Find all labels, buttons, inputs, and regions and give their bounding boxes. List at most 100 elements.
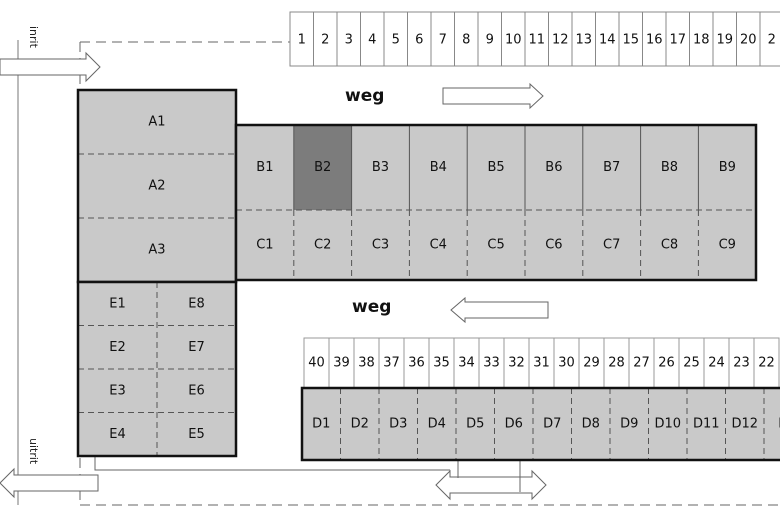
bay-d3-bay: [379, 388, 418, 460]
top-space-1: 1: [298, 33, 306, 48]
bay-c8: C8: [661, 238, 678, 253]
bay-d7: D7: [543, 417, 561, 432]
top-space-7: 7: [439, 33, 447, 48]
bay-b5-bay: [467, 125, 525, 210]
top-space-5: 5: [392, 33, 400, 48]
road-label-middle: weg: [352, 297, 391, 317]
bottom-space-33: 33: [483, 356, 500, 371]
bay-e4-bay: [78, 412, 157, 456]
bay-e2: E2: [109, 340, 126, 355]
exit-label: uitrit: [27, 438, 40, 465]
bay-e7-bay: [157, 325, 236, 369]
bay-d12: D12: [731, 417, 758, 432]
bay-b8-bay: [640, 125, 699, 210]
bay-c6: C6: [545, 238, 562, 253]
bay-d8: D8: [582, 417, 600, 432]
bay-d9: D9: [620, 417, 638, 432]
road-label-top: weg: [345, 86, 384, 106]
bay-e1-bay: [78, 282, 157, 326]
top-space-3: 3: [345, 33, 353, 48]
bay-d10-bay: [648, 388, 687, 460]
bay-a1: A1: [148, 115, 165, 130]
top-space-6: 6: [415, 33, 423, 48]
bay-d10: D10: [654, 417, 681, 432]
bay-c8-bay: [640, 210, 699, 280]
top-space-18: 18: [693, 33, 710, 48]
bottom-space-37: 37: [383, 356, 400, 371]
entrance-label: inrit: [27, 26, 40, 49]
bay-b4-bay: [409, 125, 468, 210]
top-space-13: 13: [575, 33, 592, 48]
bay-e5: E5: [188, 427, 205, 442]
bottom-space-39: 39: [333, 356, 350, 371]
bay-e3: E3: [109, 383, 126, 398]
bottom-space-22: 22: [758, 356, 775, 371]
bay-a2-bay: [78, 154, 236, 218]
bay-c4-bay: [409, 210, 468, 280]
bay-b3: B3: [372, 160, 389, 175]
bay-b7-bay: [582, 125, 641, 210]
bay-e5-bay: [157, 412, 236, 456]
bay-c3-bay: [351, 210, 410, 280]
bay-d7-bay: [533, 388, 572, 460]
bay-e2-bay: [78, 325, 157, 369]
bottom-space-25: 25: [683, 356, 700, 371]
top-space-12: 12: [552, 33, 569, 48]
bottom-double-arrow: [435, 469, 547, 501]
top-space-9: 9: [486, 33, 494, 48]
bay-b5: B5: [487, 160, 504, 175]
bottom-space-24: 24: [708, 356, 725, 371]
top-space-11: 11: [528, 33, 545, 48]
top-space-14: 14: [599, 33, 616, 48]
top-space-2: 2: [768, 33, 776, 48]
top-space-20: 20: [740, 33, 757, 48]
bay-e3-bay: [78, 369, 157, 413]
bay-e6-bay: [157, 369, 236, 413]
bottom-space-34: 34: [458, 356, 475, 371]
bay-b2-bay: [293, 125, 352, 210]
bay-d6-bay: [494, 388, 533, 460]
bay-d11-bay: [687, 388, 726, 460]
bay-d5-bay: [456, 388, 495, 460]
bay-d12-bay: [725, 388, 764, 460]
top-space-10: 10: [505, 33, 522, 48]
bay-d1: D1: [312, 417, 330, 432]
bay-a1-bay: [78, 90, 236, 154]
bay-b1-bay: [236, 125, 294, 210]
bay-c9-bay: [698, 210, 757, 280]
bay-b8: B8: [661, 160, 678, 175]
bay-b9-bay: [698, 125, 757, 210]
bay-d11: D11: [693, 417, 720, 432]
exit-arrow: [0, 467, 99, 499]
bay-b6: B6: [545, 160, 562, 175]
bay-a3-bay: [78, 218, 236, 282]
bay-c1-bay: [236, 210, 294, 280]
bay-d9-bay: [610, 388, 649, 460]
bay-c7-bay: [582, 210, 641, 280]
bay-e8: E8: [188, 296, 205, 311]
bay-b4: B4: [430, 160, 447, 175]
bottom-space-36: 36: [408, 356, 425, 371]
bottom-space-23: 23: [733, 356, 750, 371]
road-arrow-left: [450, 296, 549, 324]
bay-b9: B9: [719, 160, 736, 175]
top-space-15: 15: [622, 33, 639, 48]
bay-d-partial: D: [778, 417, 780, 432]
top-space-4: 4: [368, 33, 376, 48]
bay-d8-bay: [571, 388, 610, 460]
bay-d5: D5: [466, 417, 484, 432]
bay-c9: C9: [719, 238, 736, 253]
bay-c3: C3: [372, 238, 389, 253]
bay-c5-bay: [467, 210, 525, 280]
bottom-space-38: 38: [358, 356, 375, 371]
bay-e4: E4: [109, 427, 126, 442]
bay-b1: B1: [256, 160, 273, 175]
bottom-space-30: 30: [558, 356, 575, 371]
road-arrow-right: [442, 82, 544, 110]
bay-e1: E1: [109, 296, 126, 311]
bottom-space-28: 28: [608, 356, 625, 371]
